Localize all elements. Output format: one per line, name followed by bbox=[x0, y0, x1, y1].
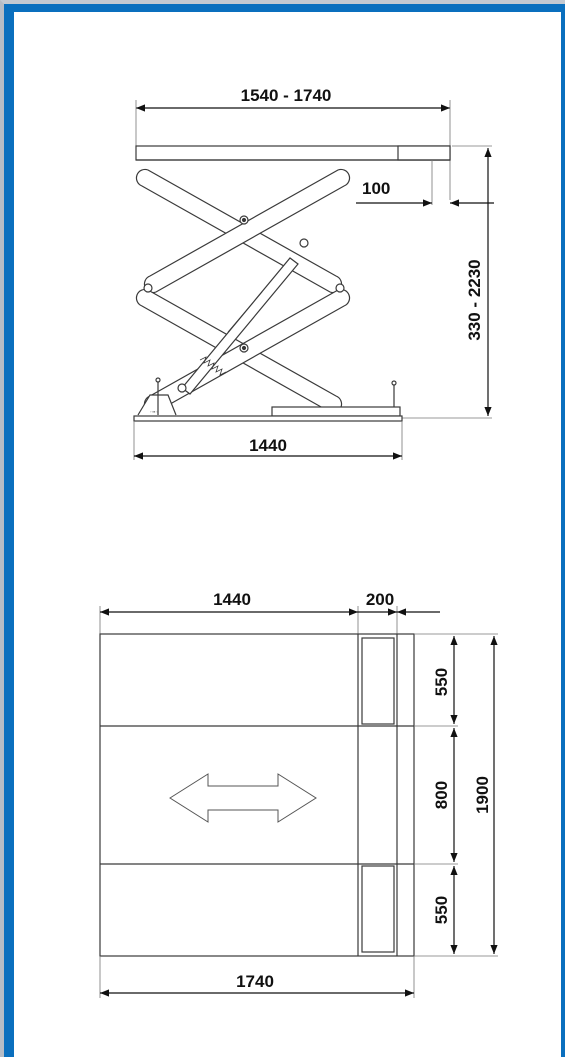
label-total-length: 1740 bbox=[236, 972, 274, 991]
double-arrow-icon bbox=[169, 773, 317, 823]
ramp-plate-top bbox=[361, 637, 395, 725]
label-segment-bottom: 550 bbox=[432, 896, 451, 924]
lift-base bbox=[133, 415, 403, 422]
label-platform-length: 1440 bbox=[213, 590, 251, 609]
label-top-width: 1540 - 1740 bbox=[241, 86, 332, 105]
label-base-length: 1440 bbox=[249, 436, 287, 455]
label-ramp-length: 100 bbox=[362, 179, 390, 198]
ramp-extension bbox=[397, 145, 451, 161]
label-segment-middle: 800 bbox=[432, 781, 451, 809]
side-view: ◦ ▪▪ ▫ bbox=[133, 100, 494, 460]
scissor-lift-drawing: ◦ ▪▪ ▫ bbox=[135, 168, 401, 417]
label-lift-height: 330 - 2230 bbox=[465, 259, 484, 340]
label-ramp-width: 200 bbox=[366, 590, 394, 609]
ramp-plate-bottom bbox=[361, 865, 395, 953]
svg-text:◦ ▪▪ ▫: ◦ ▪▪ ▫ bbox=[150, 409, 158, 414]
top-view bbox=[99, 606, 498, 998]
label-total-width: 1900 bbox=[473, 776, 492, 814]
label-segment-top: 550 bbox=[432, 668, 451, 696]
